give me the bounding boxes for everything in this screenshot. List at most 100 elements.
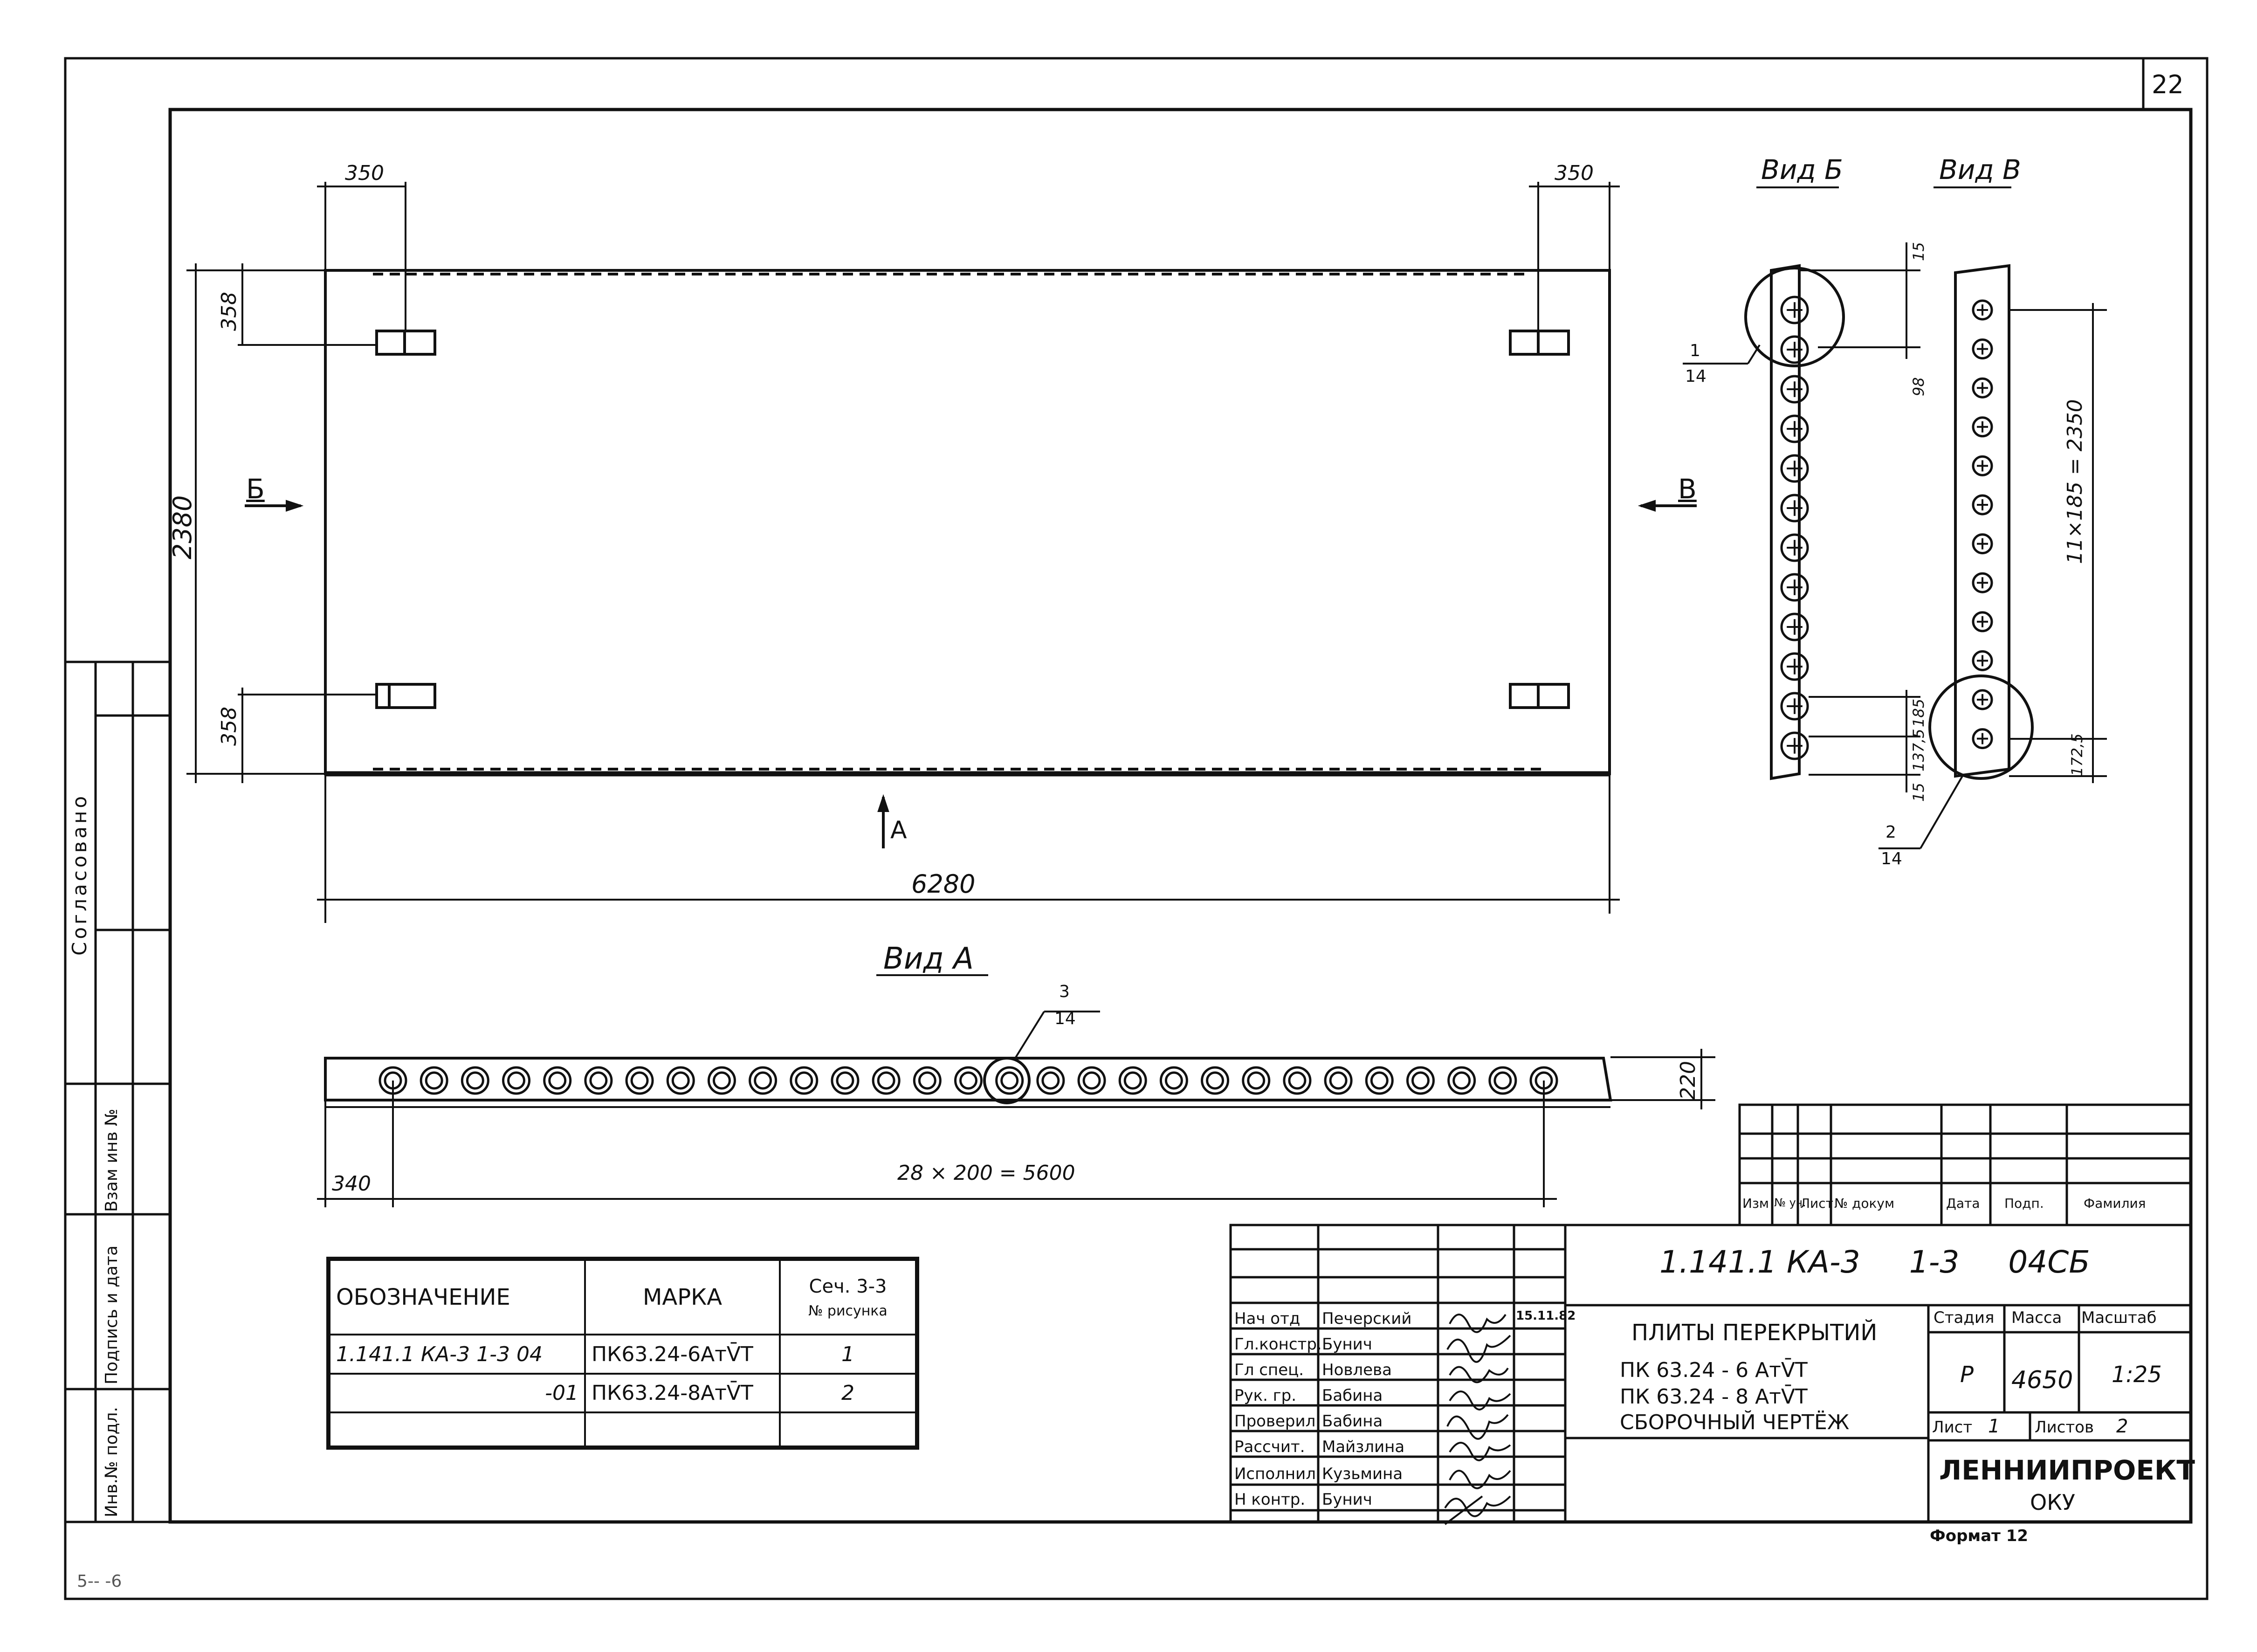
signature-table <box>1229 1224 2192 1523</box>
spec-row-1-designation: 1.141.1 КА-3 1-3 04 <box>329 1334 586 1375</box>
view-v-hole <box>1972 689 1993 710</box>
stage-value: Р <box>1960 1362 1974 1388</box>
name-5: Бабина <box>1322 1412 1383 1431</box>
callout-3-num: 3 <box>1059 982 1070 1001</box>
department: ОКУ <box>2030 1490 2075 1515</box>
view-v-title: Вид В <box>1939 154 2021 186</box>
role-2: Гл.констр. <box>1234 1335 1322 1354</box>
view-a-hole <box>543 1066 572 1095</box>
section-arrow-v: В <box>1678 473 1697 505</box>
view-v-hole <box>1972 338 1993 360</box>
specification-table: ОБОЗНАЧЕНИЕ МАРКА Сеч. 3-3 № рисунка 1.1… <box>326 1257 919 1450</box>
scan-mark: 5-- -6 <box>77 1572 122 1591</box>
view-a-hole-inner <box>1123 1071 1142 1090</box>
spec-header-mark: МАРКА <box>584 1259 781 1336</box>
view-v-hole-cross <box>1977 382 1988 394</box>
rev-header-sheet: Лист <box>1800 1196 1833 1211</box>
view-a-hole <box>1036 1066 1065 1095</box>
scale-label: Масштаб <box>2081 1308 2157 1327</box>
view-b-hole-cross <box>1787 659 1803 675</box>
view-a-hole <box>1242 1066 1271 1095</box>
view-a-hole <box>1159 1066 1188 1095</box>
view-v-hole <box>1972 299 1993 321</box>
title-line-3: ПК 63.24 - 8 АтV̄Т <box>1620 1385 1808 1409</box>
role-7: Исполнил <box>1234 1465 1316 1483</box>
view-a-hole <box>1447 1066 1476 1095</box>
view-b-hole-cross <box>1787 381 1803 397</box>
sheets-value: 2 <box>2116 1416 2128 1437</box>
view-a-hole <box>1365 1066 1394 1095</box>
view-a-hole <box>420 1066 448 1095</box>
role-5: Проверил <box>1234 1412 1316 1431</box>
rev-header-doc: № докум <box>1834 1196 1895 1211</box>
view-v-hole-cross <box>1977 343 1988 355</box>
view-v-hole-cross <box>1977 538 1988 550</box>
view-a-hole <box>707 1066 736 1095</box>
spec-row-empty-b <box>584 1411 781 1447</box>
view-v-hole <box>1972 455 1993 476</box>
sheet-label: Лист <box>1932 1418 1973 1437</box>
callout-3-sheet: 14 <box>1054 1009 1076 1028</box>
title-line-4: Сборочный чертёж <box>1620 1411 1850 1434</box>
view-b-hole-cross <box>1787 579 1803 595</box>
view-b-hole-cross <box>1787 698 1803 714</box>
view-a-hole <box>502 1066 531 1095</box>
callout-2-sheet: 14 <box>1881 849 1902 868</box>
view-v-hole <box>1972 494 1993 516</box>
view-a-hole-inner <box>754 1071 772 1090</box>
view-b-hole-cross <box>1787 500 1803 516</box>
spec-row-empty-a <box>329 1411 586 1447</box>
organization: ЛЕННИИПРОЕКТ <box>1939 1454 2195 1486</box>
role-6: Рассчит. <box>1234 1438 1305 1456</box>
view-b-hole <box>1780 335 1809 364</box>
view-a-hole-inner <box>1493 1071 1512 1090</box>
name-1: Печерский <box>1322 1309 1412 1328</box>
view-a-hole <box>790 1066 819 1095</box>
view-a-hole-inner <box>466 1071 484 1090</box>
view-a-hole-inner <box>384 1071 402 1090</box>
mass-value: 4650 <box>2011 1366 2073 1394</box>
view-v-hole-cross <box>1977 694 1988 705</box>
view-a-hole <box>1324 1066 1353 1095</box>
view-a-hole <box>666 1066 695 1095</box>
view-a-hole-inner <box>1452 1071 1471 1090</box>
title-line-1: Плиты перекрытий <box>1631 1320 1878 1346</box>
dim-top-left: 350 <box>345 161 384 185</box>
view-a-hole-inner <box>836 1071 854 1090</box>
rev-header-change: Изм <box>1742 1196 1769 1211</box>
view-v-hole <box>1972 572 1993 593</box>
view-v-hole-cross <box>1977 499 1988 510</box>
view-a-hole-inner <box>507 1071 526 1090</box>
view-v-hole-cross <box>1977 421 1988 433</box>
view-b-title: Вид Б <box>1761 154 1843 186</box>
view-b-hole-cross <box>1787 738 1803 754</box>
view-b-hole-cross <box>1787 619 1803 635</box>
view-a-hole <box>995 1066 1024 1095</box>
view-v-hole <box>1972 416 1993 438</box>
document-code: 1.141.1 КА-3 1-3 04СБ <box>1659 1244 2090 1280</box>
view-v-hole <box>1972 533 1993 555</box>
spec-row-empty-c <box>779 1411 917 1447</box>
spec-header-section: Сеч. 3-3 № рисунка <box>779 1259 917 1336</box>
view-a-hole <box>461 1066 489 1095</box>
view-a-hole <box>1488 1066 1517 1095</box>
role-8: Н контр. <box>1234 1490 1306 1509</box>
view-a-hole-inner <box>671 1071 690 1090</box>
side-strip <box>64 661 172 1523</box>
dim-slab-length: 6280 <box>911 869 976 899</box>
view-a-hole <box>872 1066 901 1095</box>
role-4: Рук. гр. <box>1234 1386 1297 1405</box>
view-a-hole <box>954 1066 983 1095</box>
name-4: Бабина <box>1322 1386 1383 1405</box>
rev-header-item: № уч. <box>1774 1196 1806 1209</box>
view-b-hole <box>1780 454 1809 483</box>
view-b-hole <box>1780 731 1809 760</box>
view-a-title: Вид А <box>883 942 974 976</box>
rev-header-date: Дата <box>1946 1196 1980 1211</box>
view-a-hole-inner <box>630 1071 649 1090</box>
approval-date: 15.11.82 <box>1516 1309 1576 1323</box>
view-a-hole-inner <box>795 1071 813 1090</box>
page-number: 22 <box>2152 70 2184 99</box>
callout-circle-3 <box>983 1057 1031 1104</box>
